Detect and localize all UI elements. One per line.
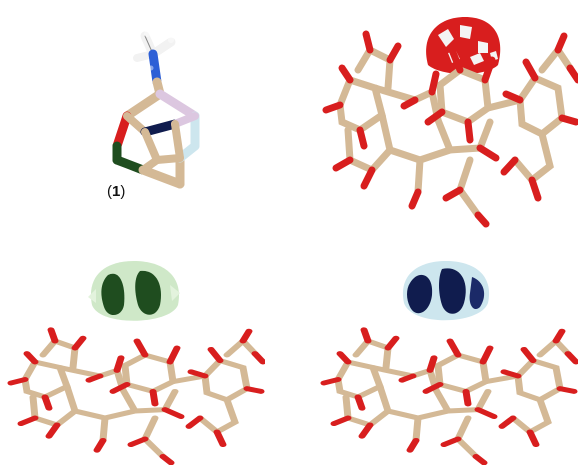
cyclodextrin-navy-panel bbox=[318, 255, 578, 465]
green-density-blob bbox=[88, 261, 180, 321]
cyclodextrin-red-panel bbox=[320, 5, 578, 230]
cyclodextrin-green-structure bbox=[0, 261, 265, 465]
navy-density-blob bbox=[402, 261, 490, 321]
cyclodextrin-red-structure bbox=[320, 17, 578, 230]
cyclodextrin-navy-structure bbox=[318, 261, 578, 465]
cyclodextrin-green-panel bbox=[0, 255, 265, 465]
molecule-label: (1) bbox=[107, 183, 126, 200]
guest-molecule-panel: (1) bbox=[85, 20, 225, 210]
guest-molecule-structure bbox=[112, 31, 200, 189]
